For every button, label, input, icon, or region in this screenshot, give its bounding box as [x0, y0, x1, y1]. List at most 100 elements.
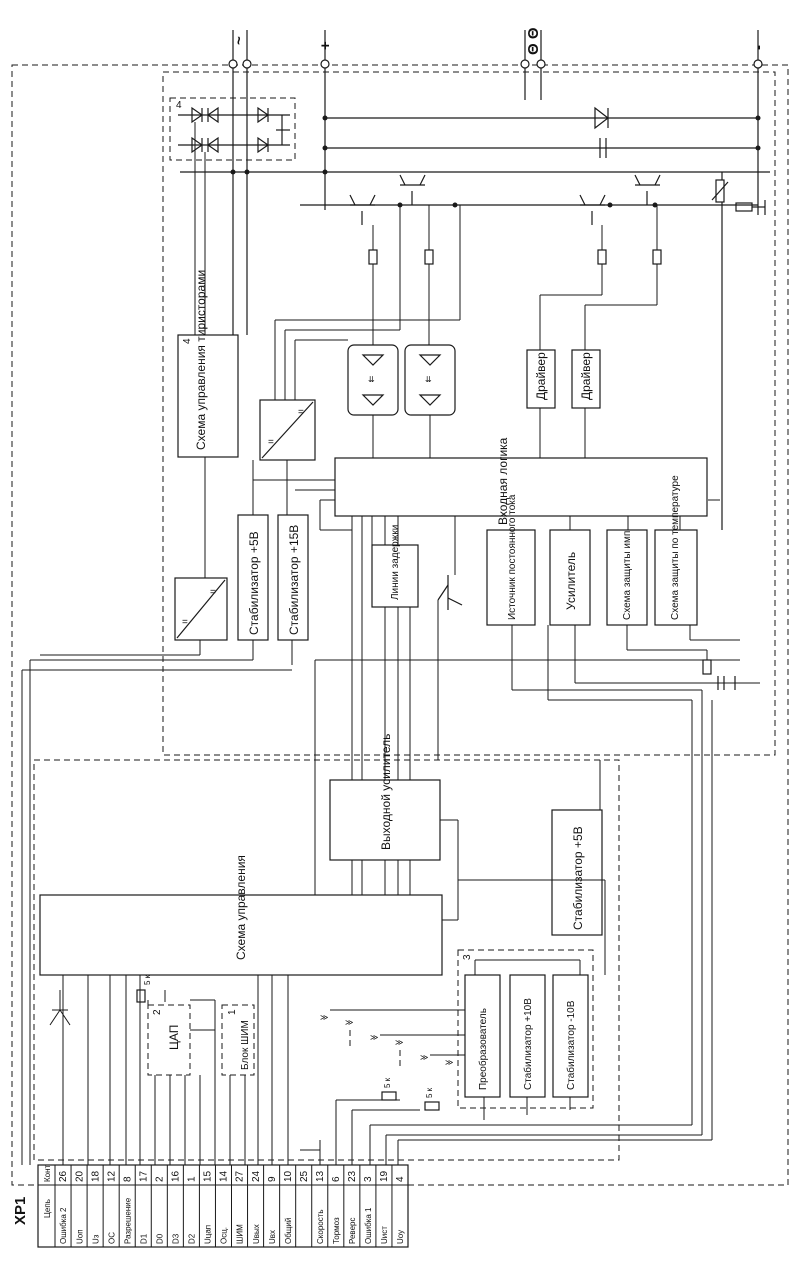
- pin-label: Ошибка 2: [59, 1207, 68, 1244]
- driver-1-label: Драйвер: [534, 352, 548, 400]
- dac-num: 2: [152, 1009, 163, 1015]
- pin-number: 15: [203, 1170, 214, 1182]
- control-box: [39, 894, 443, 976]
- optocouplers: ⇊ ⇊: [347, 344, 456, 416]
- output-amp-label: Выходной усилитель: [379, 734, 393, 850]
- svg-text:=: =: [268, 437, 274, 448]
- pin-label: Uвых: [252, 1224, 261, 1244]
- temp-protect-box: [654, 529, 698, 626]
- stab5-lower-label: Стабилизатор +5В: [571, 826, 585, 930]
- output-amp-box: [329, 779, 441, 861]
- ac-terminal-2[interactable]: [242, 59, 252, 69]
- dac-label: ЦАП: [167, 1025, 181, 1050]
- pin-number: 9: [267, 1176, 278, 1182]
- xp1-title: XP1: [12, 1197, 29, 1225]
- pin-label: Ошибка 1: [364, 1207, 373, 1244]
- ac-label: ~: [231, 36, 248, 45]
- control-label: Схема управления: [234, 855, 248, 960]
- pulse-protect-box: [606, 529, 648, 626]
- pin-label: D2: [188, 1233, 197, 1244]
- pin-label: Uцап: [204, 1225, 213, 1244]
- svg-text:≫: ≫: [345, 1018, 353, 1027]
- pin-label: D3: [172, 1233, 181, 1244]
- amplifier-label: Усилитель: [564, 552, 578, 610]
- rail-capacitor: [599, 138, 607, 158]
- stab10m-box: [552, 974, 589, 1098]
- pin-number: 18: [90, 1170, 101, 1182]
- svg-text:⇊: ⇊: [425, 375, 432, 384]
- plus-terminal[interactable]: [320, 59, 330, 69]
- pin-number: 8: [122, 1176, 133, 1182]
- pin-number: 26: [58, 1170, 69, 1182]
- minus-terminal-3[interactable]: [753, 59, 763, 69]
- ac-terminal-1[interactable]: [228, 59, 238, 69]
- pin-number: 16: [171, 1170, 182, 1182]
- pin-number: 3: [363, 1176, 374, 1182]
- pin-label: Uз: [91, 1234, 100, 1244]
- svg-text:≫: ≫: [420, 1053, 428, 1062]
- stab10m-label: Стабилизатор -10В: [565, 1000, 577, 1090]
- bridge-num: 4: [176, 100, 182, 111]
- delay-box: [371, 544, 419, 608]
- lower-wiring: [49, 700, 713, 1165]
- pin-label: Общий: [284, 1218, 293, 1244]
- resistor-right: [702, 659, 712, 675]
- gate-resistors: [368, 205, 662, 350]
- res5k-b: 5 к: [383, 1077, 392, 1088]
- svg-text:≫: ≫: [445, 1058, 453, 1067]
- thyristor-ctrl-label: Схема управления тиристорами: [194, 270, 208, 450]
- pin-label: Скорость: [316, 1209, 325, 1244]
- pwm-label: Блок ШИМ: [240, 1020, 251, 1070]
- svg-text:≫: ≫: [320, 1013, 328, 1022]
- minus-label: -: [750, 45, 767, 50]
- pin-number: 24: [251, 1170, 262, 1182]
- stab5-box: [237, 514, 269, 641]
- svg-text:⇊: ⇊: [368, 375, 375, 384]
- current-source-box: [486, 529, 536, 626]
- control-section-frame: [33, 759, 620, 1161]
- pin-label: Тормоз: [332, 1217, 341, 1244]
- converter-box: [464, 974, 501, 1098]
- svg-text:=: =: [182, 617, 188, 628]
- svg-text:≫: ≫: [370, 1033, 378, 1042]
- minus-terminal-1[interactable]: [520, 59, 530, 69]
- svg-text:=: =: [210, 587, 216, 598]
- thyristor-ctrl-box: [177, 334, 239, 458]
- current-transistor: [437, 575, 463, 760]
- top-terminals: ~ + Θ Θ -: [228, 27, 767, 69]
- driver-2-box: [571, 349, 601, 409]
- input-logic-label: Входная логика: [496, 437, 510, 525]
- upper-wiring: [21, 205, 760, 1165]
- pin-label: D0: [156, 1233, 165, 1244]
- pwm-box: [221, 1004, 255, 1076]
- dac-box: [147, 1004, 191, 1076]
- stab15-box: [277, 514, 309, 641]
- col-circuit: Цепь: [43, 1199, 52, 1218]
- res5k-c: 5 к: [425, 1087, 434, 1098]
- stab15-label: Стабилизатор +15В: [287, 525, 301, 635]
- power-section-frame: [162, 71, 776, 756]
- converter-label: Преобразователь: [477, 1008, 489, 1090]
- svg-text:≫: ≫: [395, 1038, 403, 1047]
- minus-terminal-2[interactable]: [536, 59, 546, 69]
- power-group-frame: [457, 949, 594, 1109]
- pin-number: 4: [395, 1176, 406, 1182]
- pin-number: 20: [74, 1170, 85, 1182]
- pin-label: Uоп: [75, 1229, 84, 1244]
- stab10p-label: Стабилизатор +10В: [522, 998, 534, 1090]
- pin-number: 1: [187, 1176, 198, 1182]
- col-contact: Конт: [43, 1164, 52, 1182]
- driver-2-label: Драйвер: [579, 352, 593, 400]
- plus-label: +: [317, 41, 334, 50]
- pin-number: 27: [235, 1170, 246, 1182]
- power-group-num: 3: [462, 954, 473, 960]
- stab5-lower-box: [551, 809, 603, 936]
- temp-protect-label: Схема защиты по температуре: [670, 475, 681, 620]
- igbt-group: [349, 172, 766, 530]
- res5k-a: 5 к: [143, 974, 152, 985]
- pin-label: Реверс: [348, 1218, 357, 1245]
- pin-number: 23: [347, 1170, 358, 1182]
- svg-text:=: =: [298, 407, 304, 418]
